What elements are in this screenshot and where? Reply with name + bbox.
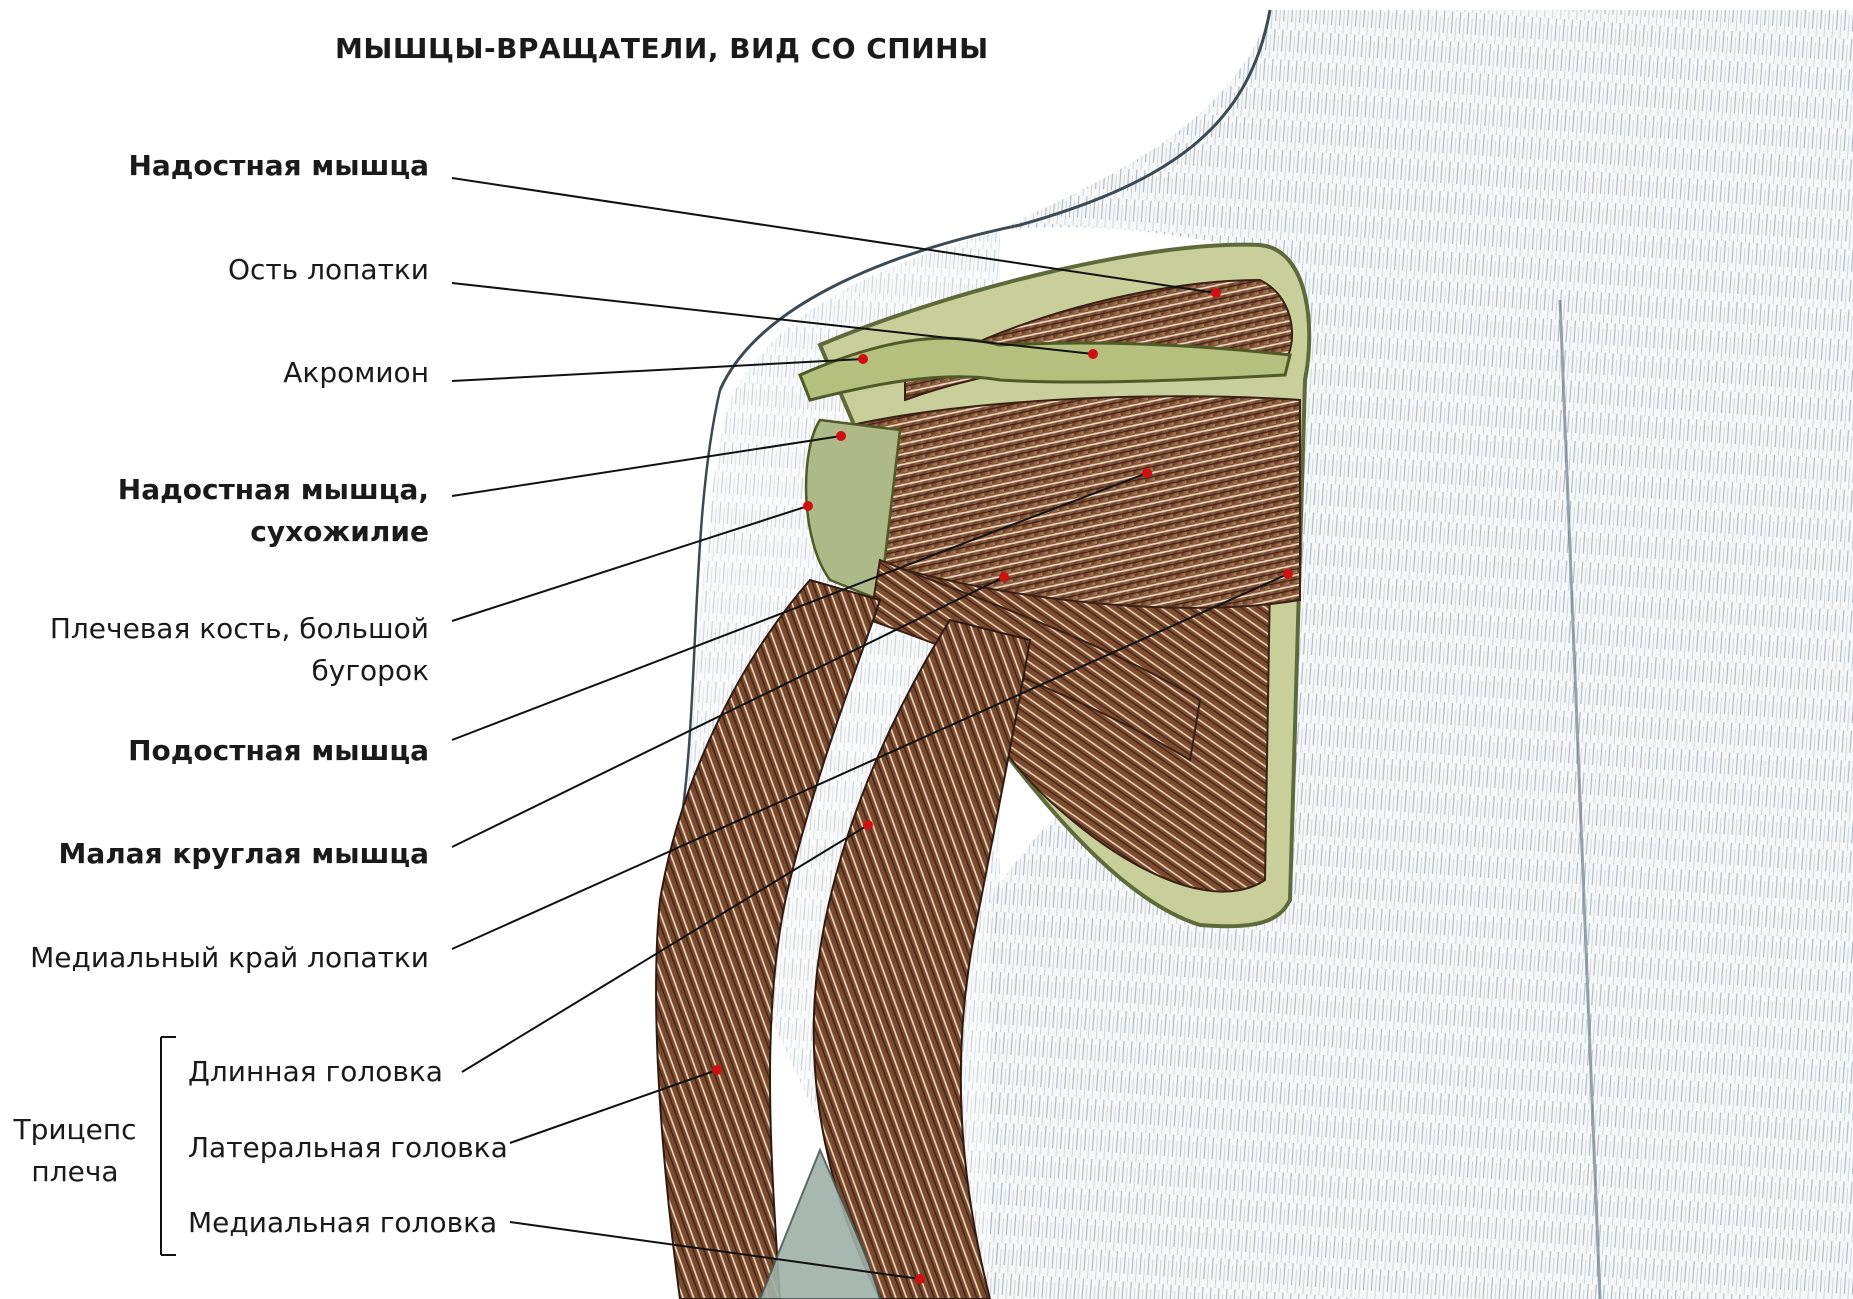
label-triceps-2: плеча — [31, 1155, 119, 1188]
dot-humerus — [803, 501, 813, 511]
spine-outline — [1558, 299, 1602, 1299]
pointer-dots — [712, 288, 1293, 1284]
label-humerus-2: бугорок — [311, 654, 430, 687]
label-acromion: Акромион — [283, 356, 429, 389]
dot-long-head — [863, 820, 873, 830]
leader-teres — [451, 576, 1005, 848]
dot-infraspinatus — [1142, 468, 1152, 478]
label-humerus-1: Плечевая кость, большой — [49, 612, 429, 645]
triceps-long-head — [812, 618, 1032, 1299]
dot-supraspinatus — [1211, 288, 1221, 298]
label-long-head: Длинная головка — [188, 1055, 443, 1088]
leader-medial-head — [509, 1221, 921, 1280]
leader-infraspinatus — [451, 472, 1148, 741]
dot-acromion — [858, 354, 868, 364]
leader-spine — [451, 282, 1094, 355]
leader-lines — [451, 177, 1289, 1280]
label-medial-border: Медиальный край лопатки — [30, 941, 429, 974]
label-supraspinatus-tendon-2: сухожилие — [250, 515, 429, 548]
leader-humerus — [451, 505, 809, 622]
triceps-bracket — [160, 1036, 176, 1256]
label-triceps-1: Трицепс — [13, 1113, 137, 1146]
label-scapular-spine: Ость лопатки — [227, 253, 429, 286]
arm-outline — [678, 389, 722, 831]
dot-teres — [999, 572, 1009, 582]
back-sketch — [990, 10, 1853, 1299]
label-medial-head: Медиальная головка — [188, 1206, 498, 1239]
leader-long-head — [461, 824, 869, 1073]
dot-lateral-head — [712, 1065, 722, 1075]
label-supraspinatus: Надостная мышца — [128, 149, 429, 182]
label-teres-minor: Малая круглая мышца — [58, 837, 429, 870]
leader-lateral-head — [509, 1069, 718, 1144]
label-lateral-head: Латеральная головка — [188, 1131, 508, 1164]
dot-medial-border — [1283, 569, 1293, 579]
label-infraspinatus: Подостная мышца — [128, 734, 429, 767]
label-supraspinatus-tendon-1: Надостная мышца, — [117, 473, 429, 506]
leader-supraspinatus — [451, 177, 1217, 294]
leader-acromion — [451, 358, 864, 382]
humerus-head — [804, 418, 902, 602]
diagram-title: МЫШЦЫ-ВРАЩАТЕЛИ, ВИД СО СПИНЫ — [335, 32, 989, 65]
dot-medial-head — [915, 1274, 925, 1284]
dot-spine — [1088, 349, 1098, 359]
leader-medial-border — [451, 573, 1289, 950]
leader-supra-tendon — [451, 435, 842, 497]
dot-supra-tendon — [836, 431, 846, 441]
back-outline — [718, 9, 1272, 391]
